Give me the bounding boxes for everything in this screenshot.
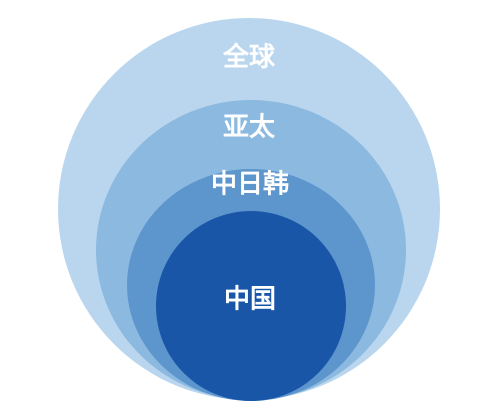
label-china-japan-korea: 中日韩 xyxy=(211,170,289,200)
label-global: 全球 xyxy=(222,42,276,73)
circle-china xyxy=(156,211,346,401)
label-asia-pacific: 亚太 xyxy=(223,113,276,143)
label-china: 中国 xyxy=(224,285,276,315)
